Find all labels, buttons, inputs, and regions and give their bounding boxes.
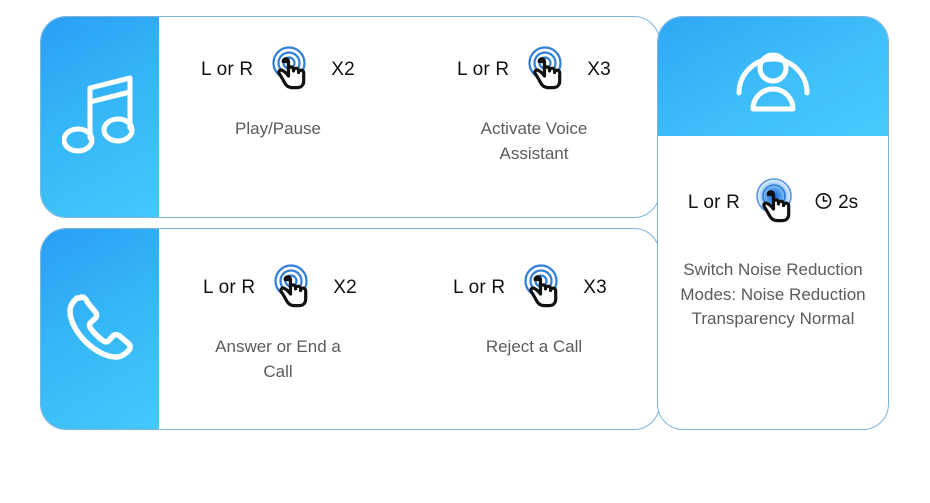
card-music-controls: L or R X2 [40, 16, 660, 218]
tap-hand-icon [265, 259, 323, 317]
gesture-row-play-pause: L or R X2 [201, 41, 355, 99]
count-label: X3 [583, 277, 607, 298]
anc-caption: Switch Noise Reduction Modes: Noise Redu… [680, 260, 866, 329]
cell-reject-call: L or R X3 [409, 229, 659, 429]
cell-play-pause: L or R X2 [159, 17, 409, 217]
anc-icon-panel [658, 17, 888, 136]
side-label: L or R [203, 277, 256, 298]
cell-caption: Answer or End a Call [215, 337, 341, 381]
call-icon-panel [41, 229, 159, 429]
anc-body: L or R [658, 136, 888, 429]
gesture-row-reject-call: L or R X3 [453, 259, 607, 317]
call-cells: L or R X2 [159, 229, 659, 429]
cell-answer-end-call: L or R X2 [159, 229, 409, 429]
count-label: X3 [587, 59, 611, 80]
gesture-row-noise-control: L or R [688, 174, 858, 232]
side-label: L or R [687, 192, 741, 213]
person-headset-icon [726, 31, 820, 122]
cell-caption: Play/Pause [235, 119, 321, 138]
count-label: X2 [333, 277, 357, 298]
music-note-icon [61, 72, 138, 163]
gesture-row-answer-end-call: L or R X2 [203, 259, 357, 317]
count-label: X2 [331, 59, 355, 80]
card-call-controls: L or R X2 [40, 228, 660, 430]
tap-hand-icon [519, 41, 577, 99]
cell-caption: Activate Voice Assistant [480, 119, 588, 163]
tap-hand-icon [263, 41, 321, 99]
phone-handset-icon [57, 284, 143, 375]
side-label: L or R [457, 59, 510, 80]
tap-hand-icon [515, 259, 573, 317]
card-noise-control: L or R [657, 16, 889, 430]
cell-voice-assistant: L or R X3 [409, 17, 659, 217]
cell-caption: Reject a Call [485, 337, 583, 356]
music-cells: L or R X2 [159, 17, 659, 217]
side-label: L or R [201, 59, 254, 80]
clock-icon [814, 191, 833, 215]
side-label: L or R [453, 277, 506, 298]
press-hold-hand-icon [748, 174, 806, 232]
duration-label: 2s [838, 192, 859, 213]
hold-duration: 2s [814, 191, 858, 215]
gesture-row-voice-assistant: L or R X3 [457, 41, 611, 99]
music-icon-panel [41, 17, 159, 217]
